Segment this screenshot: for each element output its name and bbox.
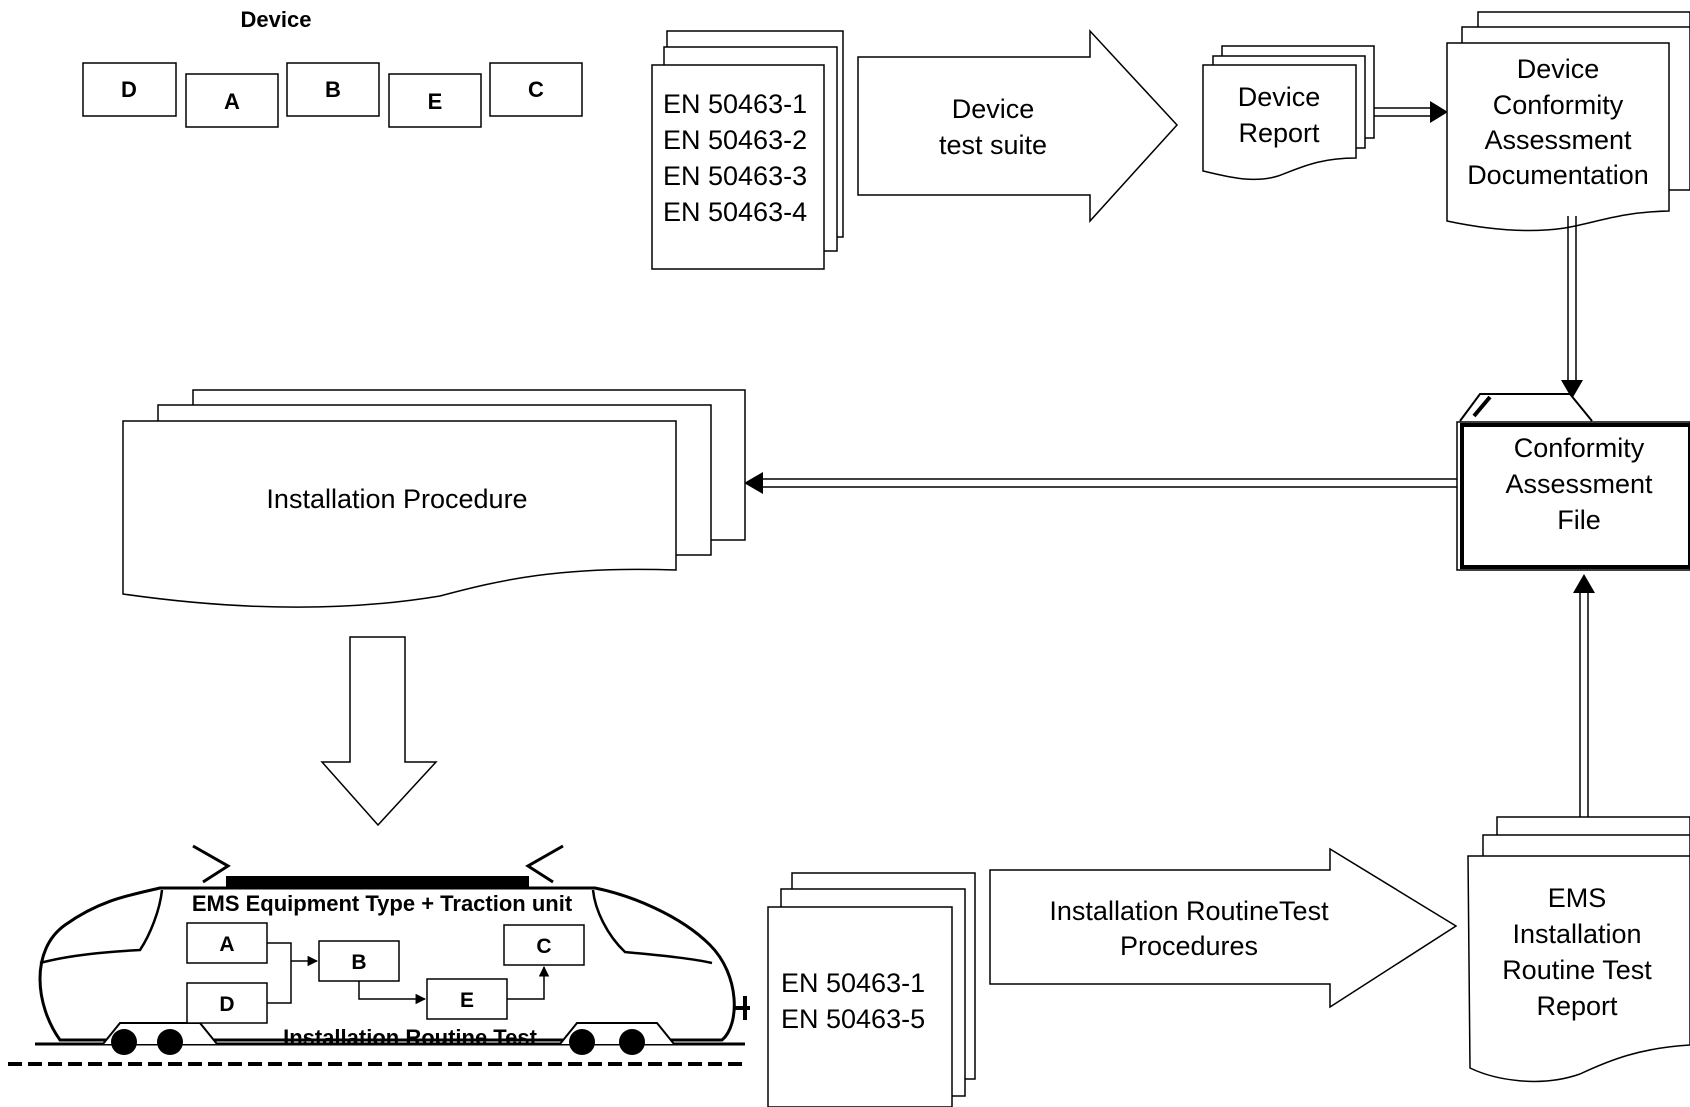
routine-test-procedures-line-2: Procedures bbox=[1120, 931, 1258, 961]
conformity-file-line-3: File bbox=[1557, 505, 1601, 535]
device-box-d-label: D bbox=[121, 77, 137, 102]
traction-unit-footer: Installation Routine Test bbox=[283, 1025, 538, 1050]
device-report-doc: Device Report bbox=[1202, 45, 1375, 181]
conformity-file-line-1: Conformity bbox=[1514, 433, 1645, 463]
device-box-c-label: C bbox=[528, 77, 544, 102]
device-title: Device bbox=[241, 7, 312, 32]
device-box-b: B bbox=[286, 62, 380, 117]
device-conformity-line-1: Device bbox=[1517, 54, 1600, 84]
installation-procedure-down-arrow bbox=[320, 636, 438, 827]
ems-report-line-1: EMS bbox=[1548, 883, 1607, 913]
train-box-e-label: E bbox=[460, 989, 474, 1012]
connector-ems-report-to-file bbox=[1573, 574, 1595, 817]
device-box-b-label: B bbox=[325, 77, 341, 102]
standards-top-line-2: EN 50463-2 bbox=[663, 125, 807, 155]
device-box-c: C bbox=[489, 62, 583, 117]
device-box-d: D bbox=[82, 62, 177, 117]
device-box-a: A bbox=[185, 73, 279, 128]
device-box-a-label: A bbox=[224, 89, 240, 114]
standards-top-stack: EN 50463-1 EN 50463-2 EN 50463-3 EN 5046… bbox=[651, 30, 844, 270]
train-box-d-label: D bbox=[219, 993, 234, 1016]
standards-bottom-stack: EN 50463-1 EN 50463-5 bbox=[767, 872, 976, 1107]
device-group: Device D A B E C bbox=[82, 7, 583, 128]
device-box-e: E bbox=[388, 73, 482, 128]
connector-report-to-documentation bbox=[1374, 101, 1448, 123]
conformity-file-line-2: Assessment bbox=[1505, 469, 1653, 499]
device-conformity-line-4: Documentation bbox=[1467, 160, 1649, 190]
ems-routine-test-report-doc: EMS Installation Routine Test Report bbox=[1467, 816, 1690, 1083]
device-conformity-line-2: Conformity bbox=[1493, 90, 1624, 120]
traction-unit-title: EMS Equipment Type + Traction unit bbox=[192, 891, 573, 916]
train-box-d: D bbox=[186, 982, 268, 1024]
connector-file-to-installation-procedure bbox=[744, 472, 1457, 494]
train-box-a: A bbox=[186, 922, 268, 964]
device-test-suite-line-2: test suite bbox=[939, 130, 1047, 160]
train-box-b-label: B bbox=[351, 951, 366, 974]
conformity-assessment-file: Conformity Assessment File bbox=[1456, 393, 1690, 571]
ems-report-line-2: Installation bbox=[1512, 919, 1641, 949]
standards-bottom-line-1: EN 50463-1 bbox=[781, 968, 925, 998]
train-internal-connectors bbox=[267, 942, 550, 1005]
ems-report-line-3: Routine Test bbox=[1502, 955, 1652, 985]
train-box-a-label: A bbox=[219, 933, 234, 956]
train-box-c-label: C bbox=[536, 935, 551, 958]
train-box-c: C bbox=[503, 924, 585, 966]
connector-documentation-to-file bbox=[1561, 216, 1583, 399]
device-conformity-documentation-doc: Device Conformity Assessment Documentati… bbox=[1446, 11, 1690, 232]
train-box-b: B bbox=[318, 940, 400, 982]
train-box-e: E bbox=[426, 978, 508, 1020]
installation-procedure-doc: Installation Procedure bbox=[122, 389, 746, 608]
installation-procedure-label: Installation Procedure bbox=[266, 484, 527, 514]
installation-routine-test-procedures-arrow: Installation RoutineTest Procedures bbox=[989, 847, 1458, 1009]
standards-bottom-line-2: EN 50463-5 bbox=[781, 1004, 925, 1034]
traction-unit-illustration: EMS Equipment Type + Traction unit A D B… bbox=[8, 844, 750, 1066]
standards-top-line-3: EN 50463-3 bbox=[663, 161, 807, 191]
ems-report-line-4: Report bbox=[1536, 991, 1618, 1021]
device-box-e-label: E bbox=[428, 89, 443, 114]
device-test-suite-line-1: Device bbox=[952, 94, 1035, 124]
standards-top-line-1: EN 50463-1 bbox=[663, 89, 807, 119]
routine-test-procedures-line-1: Installation RoutineTest bbox=[1049, 896, 1329, 926]
device-report-line-1: Device bbox=[1238, 82, 1321, 112]
device-conformity-line-3: Assessment bbox=[1484, 125, 1632, 155]
device-report-line-2: Report bbox=[1238, 118, 1320, 148]
device-test-suite-arrow: Device test suite bbox=[857, 29, 1179, 223]
standards-top-line-4: EN 50463-4 bbox=[663, 197, 807, 227]
